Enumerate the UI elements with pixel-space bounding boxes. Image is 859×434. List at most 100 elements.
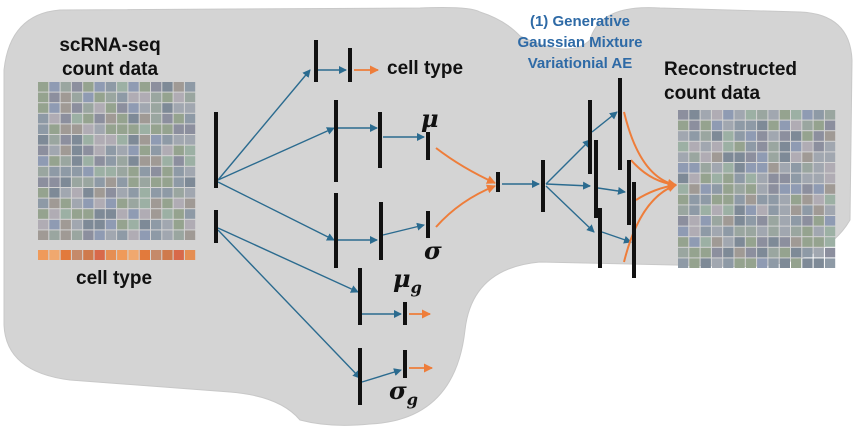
celltype-strip-cell [49, 250, 60, 260]
input-heatmap-cell [184, 230, 196, 240]
input-heatmap-cell [128, 156, 139, 166]
input-heatmap-cell [151, 92, 162, 103]
input-heatmap-cell [128, 219, 139, 230]
blue-arrow [545, 181, 591, 190]
input-heatmap-cell [139, 188, 150, 198]
input-heatmap-cell [105, 113, 117, 124]
model-title-line3: Variationial AE [527, 55, 633, 72]
input-heatmap-cell [94, 92, 105, 103]
output-heatmap-cell [779, 247, 790, 258]
output-heatmap-cell [723, 163, 734, 173]
output-heatmap-cell [768, 184, 779, 194]
output-heatmap-cell [791, 110, 802, 120]
input-heatmap-cell [139, 103, 150, 113]
output-heatmap-cell [678, 141, 689, 152]
output-heatmap-cell [813, 216, 824, 226]
blue-arrow [217, 227, 359, 293]
input-heatmap-cell [71, 230, 83, 240]
output-heatmap-cell [813, 163, 824, 173]
celltype-strip-cell [162, 250, 173, 260]
input-heatmap-cell [38, 82, 49, 92]
output-heatmap-cell [723, 120, 734, 131]
input-heatmap-cell [38, 198, 49, 209]
input-heatmap-cell [184, 124, 196, 134]
input-heatmap-cell [38, 113, 49, 124]
input-heatmap-cell [151, 103, 162, 113]
output-heatmap-cell [791, 184, 802, 194]
input-heatmap-cell [38, 92, 49, 103]
output-heatmap-cell [700, 247, 711, 258]
model-title-line2: Gaussian Mixture [517, 34, 643, 51]
input-heatmap-cell [60, 166, 71, 177]
input-count-heatmap [38, 82, 196, 240]
input-heatmap-cell [83, 177, 94, 187]
input-heatmap-cell [60, 113, 71, 124]
output-heatmap-cell [745, 258, 757, 268]
output-heatmap-cell [768, 131, 779, 141]
output-heatmap-cell [813, 141, 824, 152]
output-heatmap-cell [723, 247, 734, 258]
input-heatmap-cell [128, 92, 139, 103]
output-heatmap-cell [723, 258, 734, 268]
input-heatmap-cell [117, 103, 128, 113]
mu-label: μ [421, 104, 439, 133]
input-heatmap-cell [105, 135, 117, 145]
input-heatmap-cell [94, 145, 105, 156]
input-heatmap-cell [71, 103, 83, 113]
input-heatmap-cell [117, 135, 128, 145]
output-heatmap-cell [791, 120, 802, 131]
output-heatmap-cell [734, 173, 745, 184]
output-heatmap-cell [813, 173, 824, 184]
output-heatmap-cell [791, 152, 802, 162]
input-heatmap-cell [94, 113, 105, 124]
output-heatmap-cell [779, 141, 790, 152]
output-heatmap-cell [813, 120, 824, 131]
input-heatmap-cell [139, 230, 150, 240]
output-heatmap-cell [700, 194, 711, 205]
input-title-line2: count data [61, 59, 159, 80]
output-heatmap-cell [813, 258, 824, 268]
input-heatmap-cell [49, 209, 60, 219]
blue-arrow [361, 368, 402, 383]
output-heatmap-cell [723, 184, 734, 194]
output-heatmap-cell [802, 247, 813, 258]
output-heatmap-cell [745, 152, 757, 162]
output-heatmap-cell [757, 247, 768, 258]
output-heatmap-cell [779, 258, 790, 268]
input-heatmap-cell [151, 82, 162, 92]
output-heatmap-cell [791, 247, 802, 258]
output-heatmap-cell [757, 184, 768, 194]
model-title-line1: (1) Generative [529, 13, 631, 30]
input-heatmap-cell [60, 103, 71, 113]
input-heatmap-cell [49, 177, 60, 187]
output-heatmap-cell [779, 152, 790, 162]
output-heatmap-cell [757, 152, 768, 162]
mu-g-sub: g [410, 278, 422, 297]
output-heatmap-cell [723, 226, 734, 237]
input-heatmap-cell [94, 219, 105, 230]
output-heatmap-cell [678, 258, 689, 268]
input-heatmap-cell [128, 145, 139, 156]
input-heatmap-cell [151, 219, 162, 230]
input-heatmap-cell [105, 145, 117, 156]
input-heatmap-cell [162, 124, 173, 134]
output-heatmap-cell [711, 152, 723, 162]
input-heatmap-cell [94, 156, 105, 166]
input-heatmap-cell [128, 135, 139, 145]
output-heatmap-cell [757, 110, 768, 120]
output-heatmap-cell [711, 120, 723, 131]
input-heatmap-cell [139, 198, 150, 209]
output-heatmap-cell [779, 131, 790, 141]
output-heatmap-cell [689, 205, 700, 215]
output-heatmap-cell [745, 237, 757, 247]
output-heatmap-cell [723, 110, 734, 120]
input-heatmap-cell [117, 177, 128, 187]
orange-converging-arrow [435, 184, 496, 228]
input-heatmap-cell [117, 209, 128, 219]
input-heatmap-cell [60, 145, 71, 156]
output-heatmap-cell [779, 194, 790, 205]
input-heatmap-cell [173, 219, 184, 230]
input-heatmap-cell [128, 188, 139, 198]
output-heatmap-cell [824, 184, 836, 194]
input-heatmap-cell [60, 230, 71, 240]
